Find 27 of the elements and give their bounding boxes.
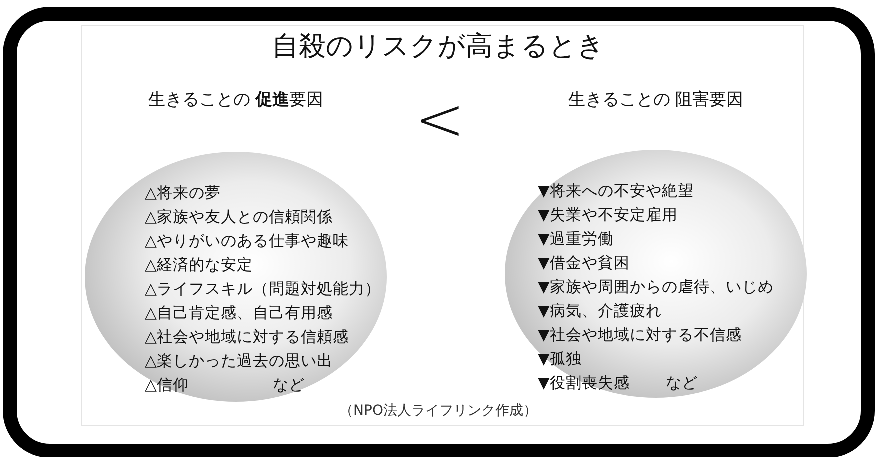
list-item: △家族や友人との信頼関係 [145,207,333,227]
comparison-sign: < [414,88,466,152]
list-item: ▼社会や地域に対する不信感 [538,325,742,345]
list-item: ▼家族や周囲からの虐待、いじめ [538,277,774,297]
list-item: ▼借金や貧困 [538,253,630,273]
list-item: △自己肯定感、自己有用感 [145,303,333,323]
list-item: △経済的な安定 [145,255,253,275]
list-item: ▼過重労働 [538,229,614,249]
caption: （NPO法人ライフリンク作成） [338,402,538,421]
heading: 生きることの 促進要因 [147,89,325,112]
list-item: △将来の夢 [145,183,221,203]
list-item: △やりがいのある仕事や趣味 [145,231,349,251]
list-item: ▼病気、介護疲れ [538,301,662,321]
list-item: ▼将来への不安や絶望 [538,181,694,201]
factor-node [85,88,387,402]
list-item: △楽しかった過去の思い出 [145,351,333,371]
list-item: △ライフスキル（問題対処能力） [145,279,381,299]
list-item: △信仰 [145,375,189,395]
list-item: △社会や地域に対する信頼感 [145,327,349,347]
list-item: ▼失業や不安定雇用 [538,205,678,225]
factor-node [505,88,807,398]
list-item: など [273,375,305,395]
list-item: ▼役割喪失感 [538,373,630,393]
list-item: ▼孤独 [538,349,582,369]
heading: 生きることの 阻害要因 [567,89,745,112]
title: 自殺のリスクが高まるとき [271,30,606,64]
list-item: など [666,373,698,393]
